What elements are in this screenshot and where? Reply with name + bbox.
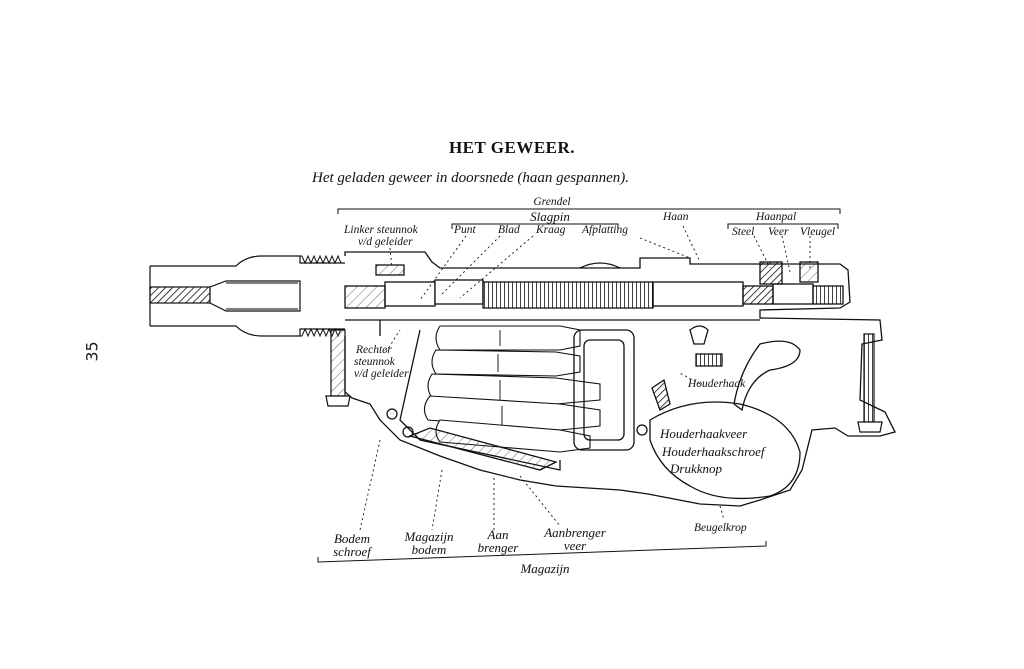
label-kraag: Kraag (536, 224, 566, 236)
trigger-guard (649, 325, 801, 500)
label-steel: Steel (732, 226, 755, 238)
label-linker-steunnok-2: v/d geleider (358, 236, 413, 248)
label-haanpal: Haanpal (756, 211, 797, 223)
label-rechter-steunnok-3: v/d geleider (354, 368, 409, 380)
label-haan: Haan (663, 211, 689, 223)
magazine-box (386, 329, 648, 471)
diagram-subtitle: Het geladen geweer in doorsnede (haan ge… (312, 170, 630, 186)
label-drukknop: Drukknop (670, 461, 722, 476)
receiver (344, 251, 896, 507)
barrel (149, 254, 345, 338)
label-punt: Punt (454, 224, 476, 236)
label-bodemschroef-2: schroef (333, 544, 371, 559)
label-rechter-steunnok-2: steunnok (354, 356, 395, 368)
page-title: HET GEWEER. (448, 138, 576, 157)
label-aanbrengerveer-2: veer (563, 538, 587, 553)
label-linker-steunnok-1: Linker steunnok (344, 224, 418, 236)
label-veer: Veer (768, 226, 789, 238)
label-slagpin: Slagpin (530, 209, 570, 224)
label-aanbrenger-1: Aan (487, 527, 509, 542)
label-aanbrengerveer-1: Aanbrenger (544, 525, 606, 540)
label-magazijnbodem-1: Magazijn (404, 529, 454, 544)
leader-lines (359, 225, 811, 531)
screws (325, 329, 883, 433)
label-afplatting: Afplatting (582, 224, 628, 236)
label-magazijn: Magazijn (520, 561, 570, 576)
label-houderhaakveer: Houderhaakveer (660, 426, 748, 441)
label-houderhaakschroef: Houderhaakschroef (662, 444, 765, 459)
label-blad: Blad (498, 224, 520, 236)
label-bodemschroef-1: Bodem (333, 531, 371, 546)
label-rechter-steunnok-1: Rechter (356, 344, 392, 356)
label-brackets (317, 208, 841, 563)
label-aanbrenger-2: brenger (477, 540, 519, 555)
label-beugelkrop: Beugelkrop (694, 522, 747, 534)
label-vleugel: Vleugel (800, 226, 836, 238)
label-grendel: Grendel (533, 196, 571, 208)
label-magazijnbodem-2: bodem (411, 542, 447, 557)
label-houderhaak: Houderhaak (688, 378, 746, 390)
